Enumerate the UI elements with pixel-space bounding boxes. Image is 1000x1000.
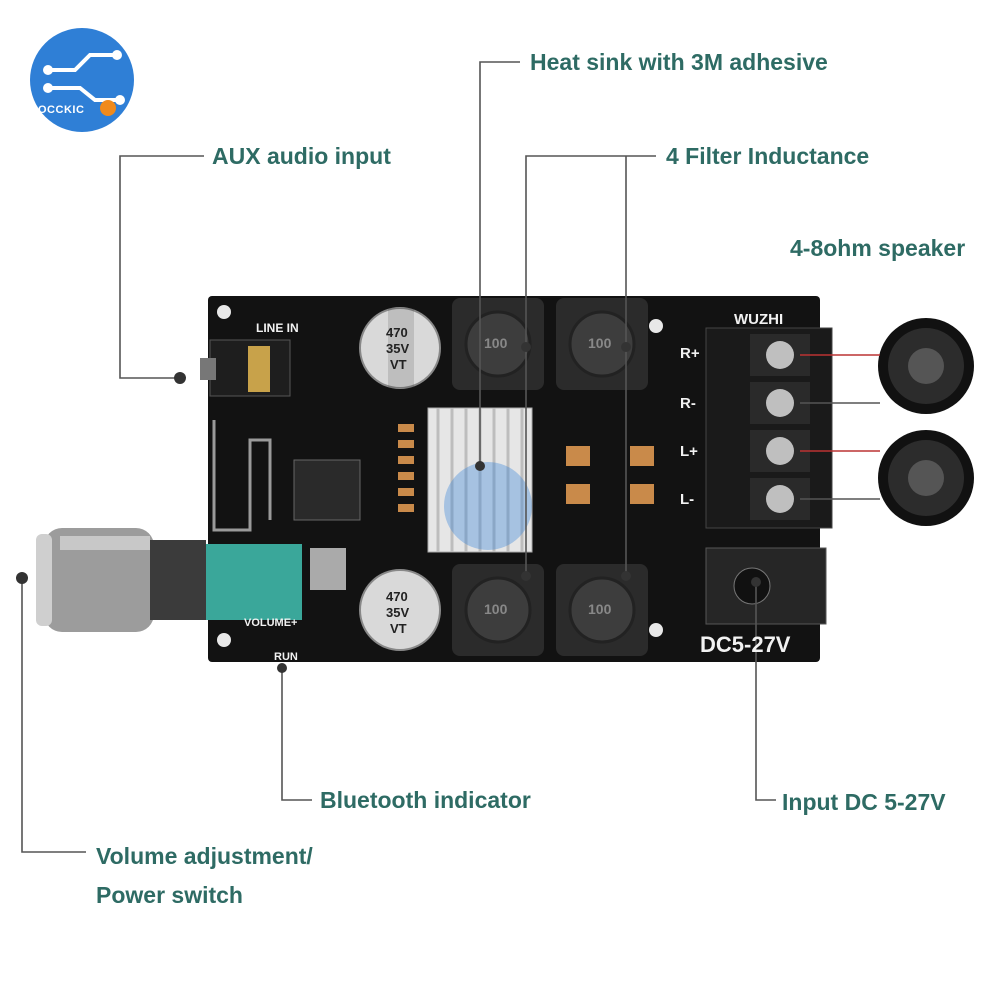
- speaker-icon: [878, 318, 974, 414]
- inductor: [556, 298, 648, 390]
- callout-volume-line1: Volume adjustment/: [96, 843, 313, 869]
- heat-sink: [427, 407, 533, 553]
- callout-filter-inductance: 4 Filter Inductance: [666, 143, 870, 169]
- main-chip: [293, 459, 361, 521]
- cap-bottom-voltage: 35V: [386, 605, 410, 620]
- dc-power-jack: [705, 547, 827, 625]
- volume-label: VOLUME+: [244, 617, 298, 629]
- inductor-mark: 100: [588, 335, 612, 351]
- speaker-icon: [878, 430, 974, 526]
- callout-aux-input: AUX audio input: [212, 143, 391, 169]
- capacitor-top: [359, 307, 441, 389]
- callout-heat-sink: Heat sink with 3M adhesive: [530, 49, 828, 75]
- volume-knob[interactable]: [36, 528, 206, 632]
- brand-logo: [30, 28, 134, 132]
- speaker-terminal-block: [705, 327, 833, 529]
- callout-bluetooth-indicator: Bluetooth indicator: [320, 787, 531, 813]
- inductor-mark: 100: [484, 601, 508, 617]
- cap-bottom-series: VT: [390, 621, 407, 636]
- cap-bottom-value: 470: [386, 589, 408, 604]
- volume-potentiometer: [206, 544, 302, 620]
- brand-logo-text: OCCKIC: [38, 104, 85, 116]
- terminal-label: R-: [680, 395, 696, 412]
- terminal-label: L-: [680, 491, 695, 508]
- inductor: [556, 564, 648, 656]
- callout-speaker: 4-8ohm speaker: [790, 235, 966, 261]
- cap-top-series: VT: [390, 357, 407, 372]
- capacitor-bottom: [359, 569, 441, 651]
- inductor: [452, 298, 544, 390]
- line-in-label: LINE IN: [256, 321, 299, 335]
- terminal-label: R+: [680, 345, 700, 362]
- dc-voltage-label: DC5-27V: [700, 632, 791, 657]
- cap-top-voltage: 35V: [386, 341, 410, 356]
- callout-input-dc: Input DC 5-27V: [782, 789, 946, 815]
- aux-jack: [200, 339, 291, 397]
- terminal-label: L+: [680, 443, 698, 460]
- callout-lines: [21, 61, 776, 853]
- maker-label: WUZHI: [734, 311, 784, 328]
- watermark-logo: [444, 462, 532, 550]
- callout-volume-line2: Power switch: [96, 882, 243, 908]
- inductor-mark: 100: [484, 335, 508, 351]
- inductor-mark: 100: [588, 601, 612, 617]
- inductor: [452, 564, 544, 656]
- cap-top-value: 470: [386, 325, 408, 340]
- callout-dots: [16, 342, 761, 673]
- amplifier-board: [200, 296, 833, 662]
- run-label: RUN: [274, 651, 298, 663]
- bluetooth-antenna: [212, 420, 272, 532]
- smd-components: [398, 424, 654, 512]
